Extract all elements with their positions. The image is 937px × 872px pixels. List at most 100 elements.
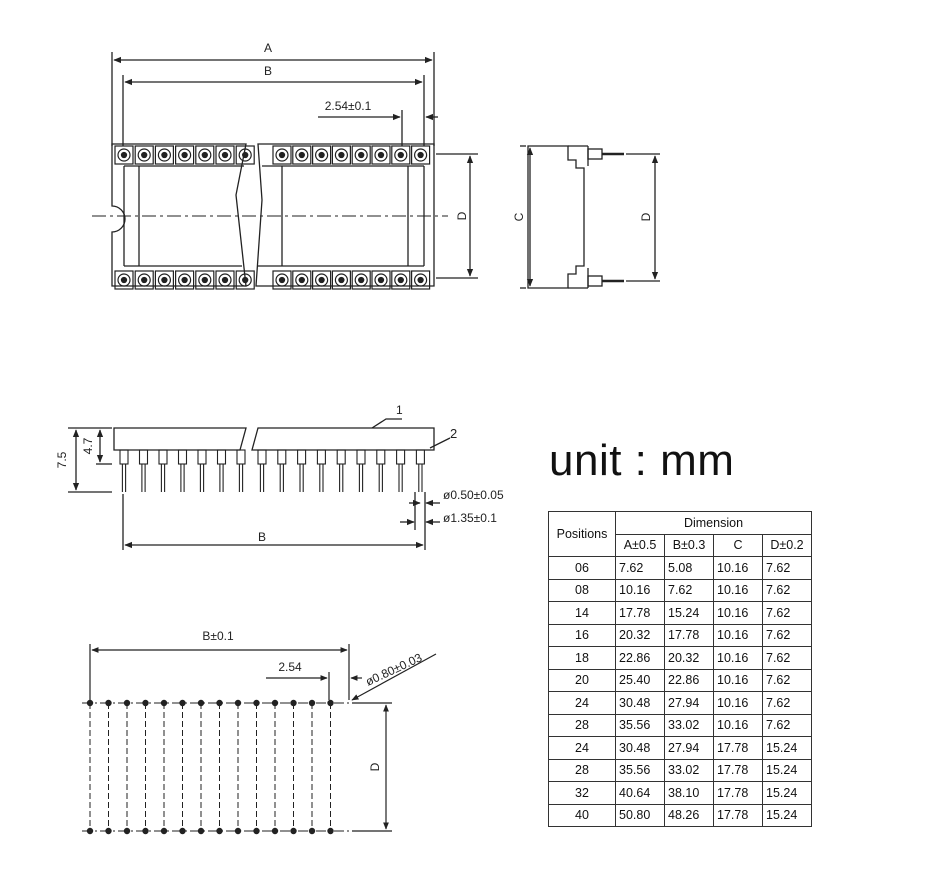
dim-d-cell: 15.24: [762, 803, 812, 827]
pin-pad: [411, 270, 431, 290]
pin-pad: [351, 270, 371, 290]
pin-pad-ring: [218, 148, 232, 162]
pin-hole: [377, 151, 385, 159]
pin-sleeve: [336, 449, 346, 465]
dim-b-cell: 27.94: [664, 736, 714, 760]
pin-hole: [358, 151, 365, 159]
pin-hole: [161, 151, 168, 159]
pin-pad-ring: [238, 273, 252, 287]
positions-cell: 06: [548, 556, 616, 580]
pin-sleeve: [138, 449, 149, 465]
pin-pad: [351, 145, 371, 165]
dim-b-cell: 22.86: [664, 668, 714, 692]
pin-hole: [242, 276, 249, 284]
dim-d-cell: 7.62: [762, 601, 812, 625]
pin-hole: [120, 276, 128, 284]
pin-sleeve: [396, 449, 406, 465]
top-dim-b-label: B: [264, 64, 272, 78]
dimension-table: Positions Dimension A±0.5 B±0.3 C D±0.2 …: [548, 511, 812, 827]
pin-hole: [318, 276, 325, 284]
callout-2-label: 2: [450, 426, 457, 441]
pin-pad-ring: [137, 273, 151, 287]
pin-hole: [181, 151, 188, 159]
pin-pad: [292, 145, 312, 165]
pin-pad-ring: [275, 273, 289, 287]
pin-hole: [278, 151, 286, 159]
dim-b-cell: 15.24: [664, 601, 714, 625]
pin-pad: [391, 145, 411, 165]
positions-cell: 28: [548, 713, 616, 737]
pin-sleeve: [376, 449, 386, 465]
pin-pad: [114, 145, 134, 165]
pin-hole: [278, 276, 286, 284]
pin-hole: [242, 151, 249, 159]
positions-header: Positions: [548, 511, 616, 557]
pin-pad-ring: [334, 273, 348, 287]
pin-hole: [298, 151, 305, 159]
pin-pad: [154, 270, 174, 290]
pin-pad: [312, 270, 332, 290]
pin-sleeve: [197, 449, 207, 465]
pin-sleeve: [158, 449, 168, 465]
dim-c-cell: 10.16: [713, 601, 763, 625]
pin-pad-ring: [374, 148, 388, 162]
pin-pad: [195, 270, 215, 290]
dim-b-cell: 33.02: [664, 758, 714, 782]
footprint-dim-b-label: B±0.1: [202, 629, 234, 643]
positions-cell: 08: [548, 578, 616, 602]
pin-pad: [371, 145, 391, 165]
dim-d-cell: 7.62: [762, 556, 812, 580]
pin-pad-ring: [178, 273, 192, 287]
pin-pad: [154, 145, 174, 165]
footprint-dim-d-label: D: [368, 762, 382, 771]
dim-a-cell: 50.80: [615, 803, 665, 827]
dim-b-cell: 5.08: [664, 556, 714, 580]
pin-pad: [235, 145, 255, 165]
dimension-header: Dimension: [615, 511, 812, 535]
pin-pad-ring: [238, 148, 252, 162]
dim-b-cell: 48.26: [664, 803, 714, 827]
pin-pad-ring: [315, 148, 329, 162]
pin-sleeve: [415, 449, 425, 465]
column-header-c: C: [713, 533, 763, 557]
dim-c-cell: 17.78: [713, 803, 763, 827]
pin-hole: [141, 151, 148, 159]
pin-pad-ring: [198, 148, 212, 162]
positions-cell: 24: [548, 736, 616, 760]
pin-hole: [397, 276, 404, 284]
dim-c-cell: 10.16: [713, 646, 763, 670]
positions-cell: 18: [548, 646, 616, 670]
dim-d-cell: 15.24: [762, 736, 812, 760]
profile-height-body-label: 4.7: [81, 437, 95, 454]
pin-sleeve: [277, 449, 287, 465]
footprint-pitch-label: 2.54: [278, 660, 302, 674]
dim-d-cell: 7.62: [762, 646, 812, 670]
unit-label: unit : mm: [549, 436, 735, 485]
pin-pad: [175, 145, 195, 165]
pin-hole: [201, 276, 208, 284]
pin-pad: [195, 145, 215, 165]
side-dim-d-label: D: [639, 212, 653, 221]
pin-hole: [201, 151, 208, 159]
pin-pad: [312, 145, 332, 165]
dim-a-cell: 35.56: [615, 758, 665, 782]
pin-hole: [417, 151, 424, 159]
column-header-b: B±0.3: [664, 533, 714, 557]
pin-sleeve: [316, 449, 326, 465]
pin-hole: [417, 276, 424, 284]
pin-pad-ring: [157, 148, 171, 162]
profile-dim-b-label: B: [258, 530, 266, 544]
dim-b-cell: 33.02: [664, 713, 714, 737]
pin-pad-ring: [218, 273, 232, 287]
pin-pad: [371, 270, 391, 290]
dim-c-cell: 10.16: [713, 623, 763, 647]
pcb-footprint: [82, 644, 437, 835]
pin-hole: [338, 151, 345, 159]
dim-c-cell: 10.16: [713, 556, 763, 580]
